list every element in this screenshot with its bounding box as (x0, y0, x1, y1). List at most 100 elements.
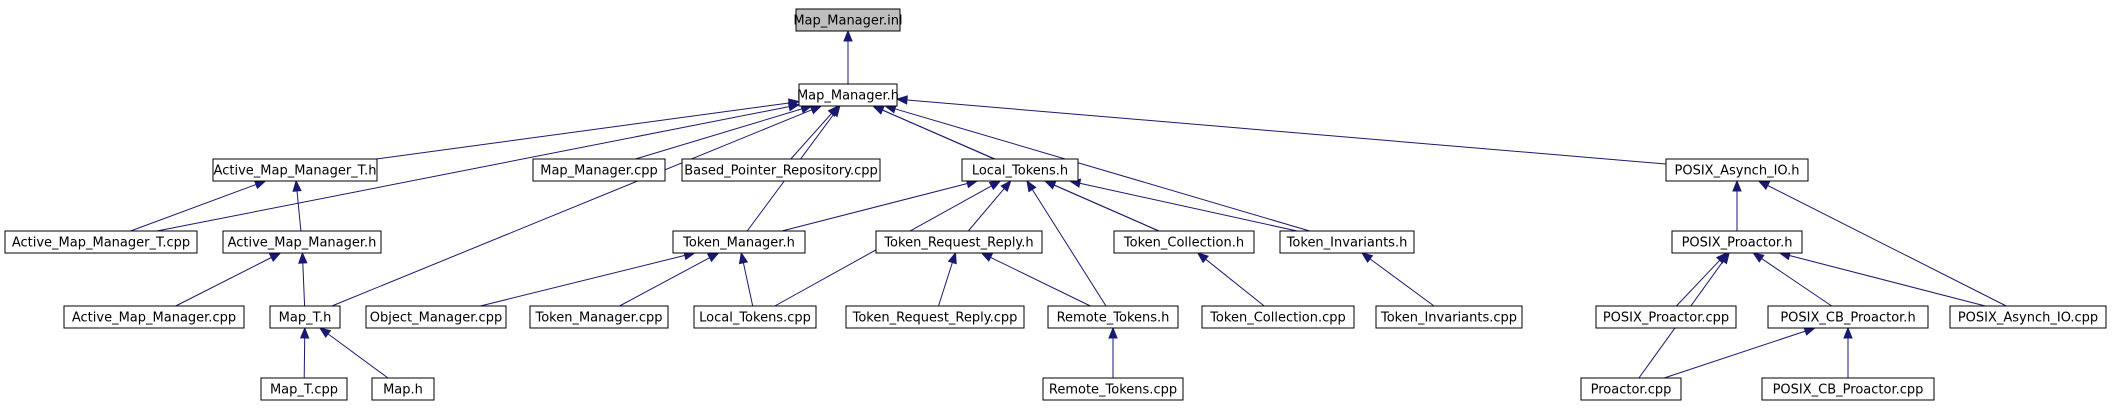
node-posix-asynch-io-cpp[interactable]: POSIX_Asynch_IO.cpp (1949, 305, 2107, 329)
node-label: POSIX_CB_Proactor.h (1780, 311, 1915, 326)
node-label: Token_Manager.cpp (534, 311, 662, 326)
node-object-manager-cpp[interactable]: Object_Manager.cpp (365, 305, 507, 329)
node-label: POSIX_Proactor.h (1682, 236, 1793, 251)
node-map-t-cpp[interactable]: Map_T.cpp (260, 377, 348, 401)
edge-remote_tokens_h-to-token_request_reply_h (980, 252, 1091, 307)
edge-arrowhead (871, 105, 885, 115)
edge-token_request_reply_cpp-to-token_request_reply_h (938, 251, 957, 307)
edge-token_manager_h-to-local_tokens_h (781, 179, 979, 232)
node-label: Token_Request_Reply.cpp (852, 311, 1018, 326)
node-local-tokens-h[interactable]: Local_Tokens.h (961, 158, 1079, 182)
node-label: Token_Invariants.cpp (1380, 311, 1517, 326)
node-token-manager-h[interactable]: Token_Manager.h (672, 230, 806, 254)
nodes-layer: Map_Manager.inl Map_Manager.h Active_Map… (4, 8, 2107, 401)
node-map-h[interactable]: Map.h (371, 377, 435, 401)
edge-arrowhead (843, 29, 853, 42)
edge-posix_cb_proactor_cpp-to-posix_cb_proactor_h (1843, 326, 1853, 378)
edge-arrowhead (298, 251, 308, 264)
node-label: Map.h (383, 383, 423, 398)
node-token-invariants-h[interactable]: Token_Invariants.h (1279, 230, 1415, 254)
edge-line (1079, 182, 1298, 232)
edge-posix_asynch_io_cpp-to-posix_proactor_h (1778, 251, 1986, 307)
node-active-map-manager-t-h[interactable]: Active_Map_Manager_T.h (212, 158, 378, 182)
edge-arrowhead (1196, 252, 1209, 264)
node-posix-asynch-io-h[interactable]: POSIX_Asynch_IO.h (1665, 158, 1809, 182)
edge-remote_tokens_cpp-to-remote_tokens_h (1108, 326, 1118, 378)
node-label: Active_Map_Manager.cpp (72, 311, 236, 326)
node-map-t-h[interactable]: Map_T.h (269, 305, 341, 329)
edge-local_tokens_cpp-to-token_manager_h (738, 251, 754, 307)
edge-line (1205, 258, 1265, 307)
edge-line (1369, 258, 1435, 307)
node-local-tokens-cpp[interactable]: Local_Tokens.cpp (693, 305, 817, 329)
edge-map_t_h-to-map_manager_h (331, 105, 823, 307)
edge-arrowhead (253, 180, 267, 190)
edge-line (1789, 255, 1986, 307)
node-remote-tokens-h[interactable]: Remote_Tokens.h (1047, 305, 1179, 329)
node-token-manager-cpp[interactable]: Token_Manager.cpp (529, 305, 669, 329)
node-label: Token_Collection.cpp (1209, 311, 1346, 326)
edge-map_h-to-map_t_h (318, 327, 389, 379)
edge-map_t_h-to-active_map_manager_h (298, 251, 308, 307)
node-token-request-reply-cpp[interactable]: Token_Request_Reply.cpp (845, 305, 1025, 329)
edge-arrowhead (809, 105, 823, 115)
edge-token_invariants_h-to-local_tokens_h (1068, 178, 1298, 232)
node-active-map-manager-h[interactable]: Active_Map_Manager.h (222, 230, 382, 254)
edge-arrowhead (1108, 326, 1118, 339)
node-token-collection-h[interactable]: Token_Collection.h (1113, 230, 1255, 254)
node-map-manager-h[interactable]: Map_Manager.h (797, 83, 899, 107)
node-label: Map_Manager.cpp (540, 164, 658, 179)
edge-line (742, 262, 754, 307)
node-proactor-cpp[interactable]: Proactor.cpp (1580, 377, 1682, 401)
node-token-collection-cpp[interactable]: Token_Collection.cpp (1201, 305, 1355, 329)
node-label: Map_T.cpp (270, 383, 338, 398)
edge-active_map_manager_t_cpp-to-map_manager_h (156, 101, 801, 232)
edge-arrowhead (1043, 180, 1057, 190)
node-token-request-reply-h[interactable]: Token_Request_Reply.h (875, 230, 1043, 254)
node-map-manager-cpp[interactable]: Map_Manager.cpp (532, 158, 666, 182)
edge-line (1767, 185, 2007, 307)
node-label: Active_Map_Manager.h (228, 236, 377, 251)
node-label: Local_Tokens.h (972, 164, 1068, 179)
edge-based_pointer_repository_cpp-to-map_manager_h (790, 104, 840, 160)
edge-line (938, 262, 953, 307)
node-posix-cb-proactor-cpp[interactable]: POSIX_CB_Proactor.cpp (1761, 377, 1935, 401)
edge-posix_asynch_io_h-to-map_manager_h (895, 95, 1667, 165)
edge-line (376, 102, 790, 160)
edge-arrowhead (1026, 179, 1037, 193)
edge-arrowhead (1752, 252, 1765, 263)
edge-line (1053, 184, 1160, 232)
edge-line (1761, 258, 1832, 307)
node-remote-tokens-cpp[interactable]: Remote_Tokens.cpp (1042, 377, 1184, 401)
edge-line (331, 109, 812, 307)
edge-line (302, 262, 306, 307)
edge-line (1664, 330, 1806, 379)
node-active-map-manager-cpp[interactable]: Active_Map_Manager.cpp (63, 305, 245, 329)
edge-arrowhead (1719, 251, 1730, 265)
node-label: Token_Collection.h (1123, 236, 1244, 251)
edge-arrowhead (707, 252, 720, 263)
node-active-map-manager-t-cpp[interactable]: Active_Map_Manager_T.cpp (4, 230, 198, 254)
node-map-manager-inl[interactable]: Map_Manager.inl (793, 8, 903, 32)
node-label: Map_Manager.h (797, 89, 899, 104)
edge-line (906, 99, 1667, 165)
edge-remote_tokens_h-to-local_tokens_h (1026, 179, 1107, 307)
edge-token_request_reply_h-to-local_tokens_h (967, 179, 1012, 232)
edge-line (781, 183, 968, 232)
node-posix-proactor-cpp[interactable]: POSIX_Proactor.cpp (1595, 305, 1737, 329)
node-posix-cb-proactor-h[interactable]: POSIX_CB_Proactor.h (1767, 305, 1929, 329)
edge-token_invariants_h-to-map_manager_h (884, 104, 1310, 232)
node-posix-proactor-h[interactable]: POSIX_Proactor.h (1671, 230, 1803, 254)
edge-arrowhead (895, 95, 908, 105)
node-token-invariants-cpp[interactable]: Token_Invariants.cpp (1375, 305, 1523, 329)
node-based-pointer-repository-cpp[interactable]: Based_Pointer_Repository.cpp (681, 158, 881, 182)
edge-token_manager_cpp-to-token_manager_h (619, 252, 720, 307)
edge-line (894, 108, 1310, 232)
edge-token_collection_cpp-to-token_collection_h (1196, 252, 1265, 307)
edge-line (175, 257, 272, 307)
edge-arrowhead (268, 252, 282, 262)
edge-line (480, 254, 686, 307)
edge-arrowhead (787, 101, 801, 112)
edge-arrowhead (947, 251, 957, 265)
